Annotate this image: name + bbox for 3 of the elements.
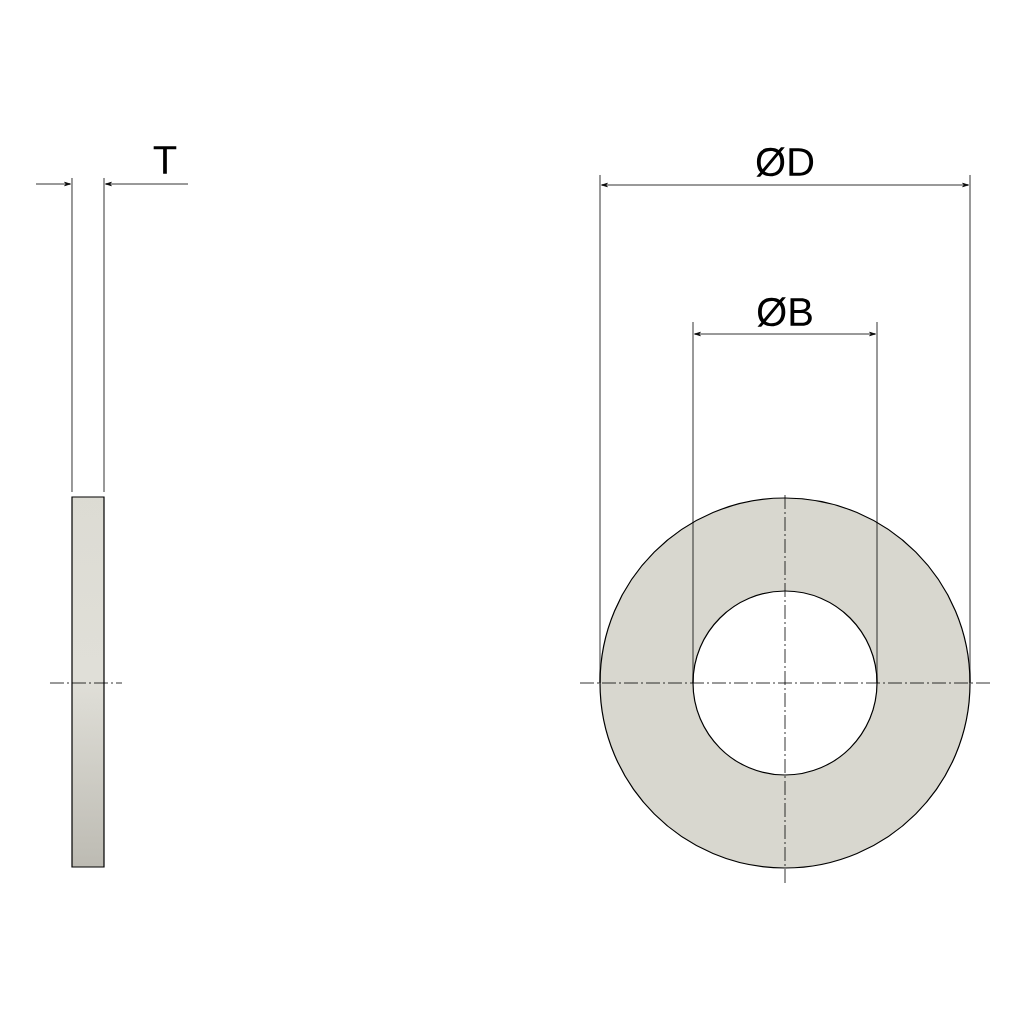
dimension-label: T (153, 146, 177, 174)
dimension-label: ØD (756, 147, 814, 177)
dimension-label: ØB (757, 297, 812, 327)
